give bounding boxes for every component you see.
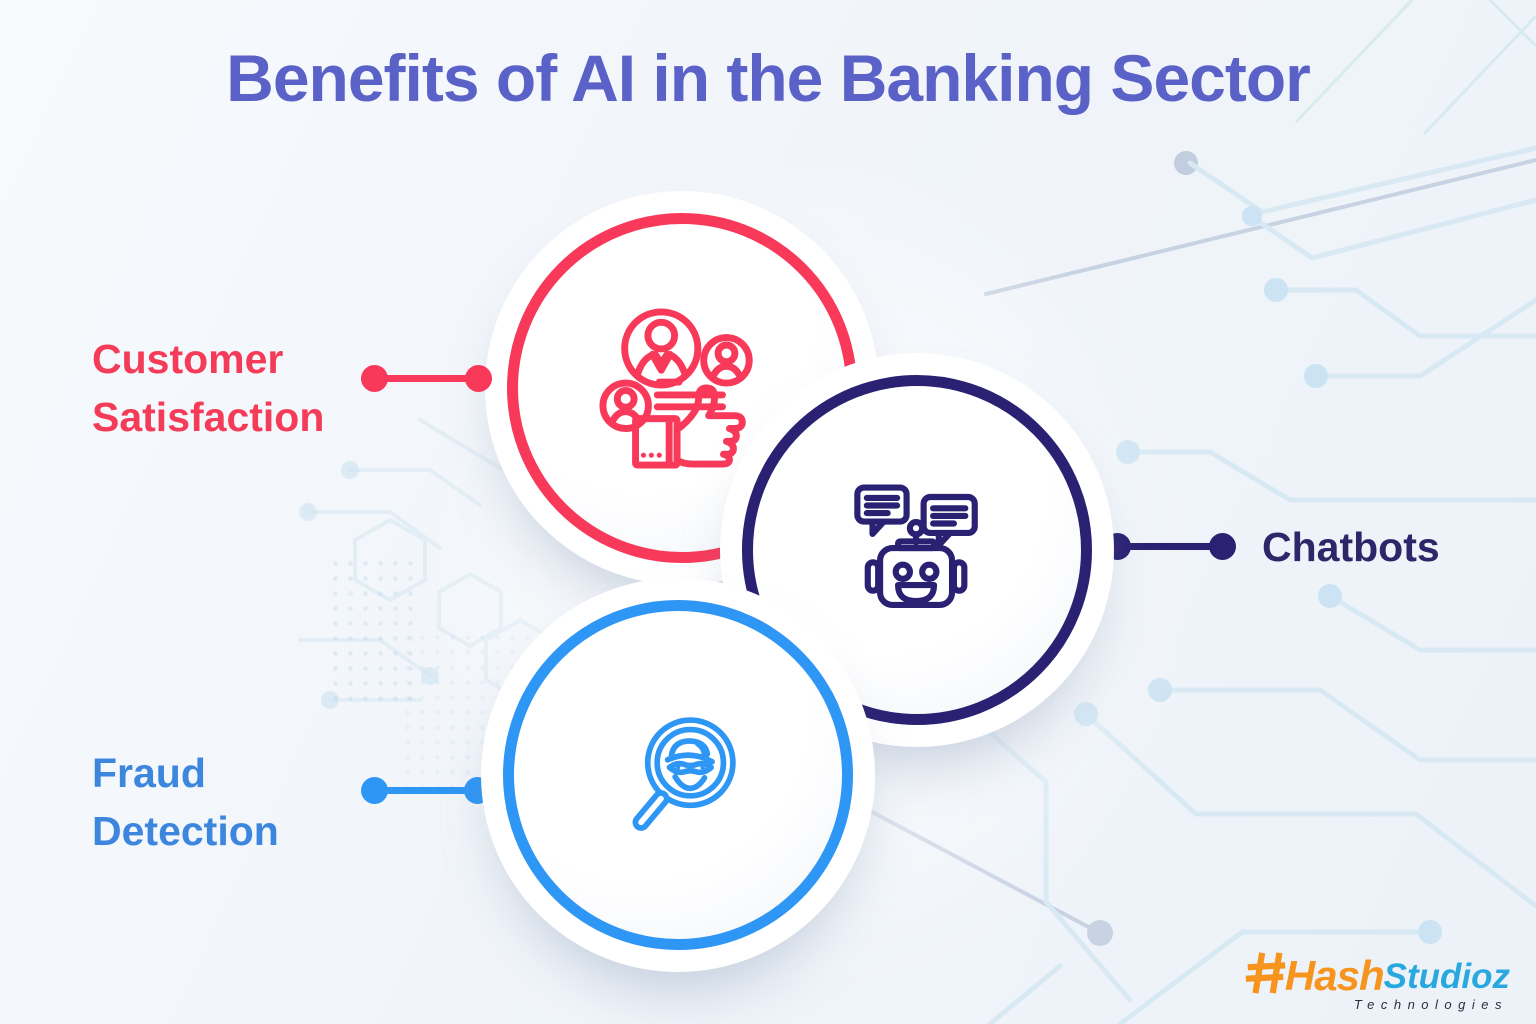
label-line: Fraud <box>92 750 206 796</box>
customer-satisfaction-connector <box>361 365 492 392</box>
fraud-detection-circle <box>503 600 853 950</box>
customer-satisfaction-icon <box>599 308 753 469</box>
chatbots-label: Chatbots <box>1262 518 1440 576</box>
label-line: Satisfaction <box>92 394 325 440</box>
fraud-detection-connector <box>361 777 491 804</box>
page-title: Benefits of AI in the Banking Sector <box>226 41 1311 115</box>
logo-brand-part1: Hash <box>1284 952 1385 999</box>
logo-brand-part2: Studioz <box>1383 957 1510 996</box>
chatbot-icon <box>854 484 978 608</box>
label-line: Customer <box>92 336 284 382</box>
label-line: Chatbots <box>1262 524 1440 570</box>
chatbots-connector <box>1104 533 1236 560</box>
customer-satisfaction-label: Customer Satisfaction <box>92 330 324 446</box>
logo-subtitle: Technologies <box>1353 997 1508 1012</box>
fraud-detection-label: Fraud Detection <box>92 744 279 860</box>
dot-grid-texture <box>328 556 423 706</box>
label-line: Detection <box>92 808 279 854</box>
fraud-detection-icon <box>632 717 736 831</box>
hash-h-icon <box>1245 952 1286 994</box>
